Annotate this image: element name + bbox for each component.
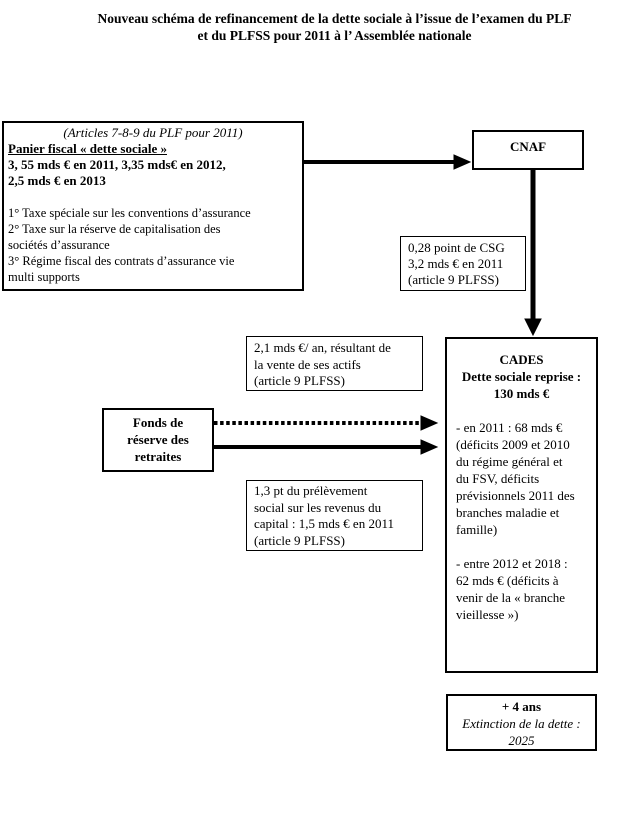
cades-header: CADES Dette sociale reprise : 130 mds € xyxy=(456,351,587,402)
page-title-line1: Nouveau schéma de refinancement de la de… xyxy=(97,11,572,26)
extinction-text: Extinction de la dette : xyxy=(462,716,581,731)
panier-fiscal-box: (Articles 7-8-9 du PLF pour 2011) Panier… xyxy=(2,121,304,291)
panier-heading: Panier fiscal « dette sociale » xyxy=(8,141,167,156)
prelevement-social-label-box: 1,3 pt du prélèvement social sur les rev… xyxy=(246,480,423,551)
panier-tax-item-2: 2° Taxe sur la réserve de capitalisation… xyxy=(8,222,221,252)
extinction-year: 2025 xyxy=(508,733,535,748)
csg-label-box: 0,28 point de CSG 3,2 mds € en 2011 (art… xyxy=(400,236,526,291)
fonds-reserve-retraites-box: Fonds de réserve des retraites xyxy=(102,408,214,472)
extinction-title: + 4 ans xyxy=(501,699,542,714)
panier-articles-reference: (Articles 7-8-9 du PLF pour 2011) xyxy=(63,125,243,140)
cades-title: CADES xyxy=(499,352,544,367)
page-title: Nouveau schéma de refinancement de la de… xyxy=(30,10,639,44)
cnaf-label: CNAF xyxy=(509,139,547,154)
panier-tax-item-3: 3° Régime fiscal des contrats d’assuranc… xyxy=(8,254,235,284)
vente-actifs-label-box: 2,1 mds €/ an, résultant de la vente de … xyxy=(246,336,423,391)
page-title-line2: et du PLFSS pour 2011 à l’ Assemblée nat… xyxy=(197,28,472,43)
cnaf-box: CNAF xyxy=(472,130,584,170)
arrowhead-cnaf-to-cades xyxy=(524,318,542,337)
arrowhead-frr-to-cades-dotted xyxy=(420,415,439,431)
cades-box: CADES Dette sociale reprise : 130 mds € … xyxy=(445,337,598,673)
panier-amounts: 3, 55 mds € en 2011, 3,35 mds€ en 2012, … xyxy=(8,157,226,188)
cades-detail-2012-2018: - entre 2012 et 2018 : 62 mds € (déficit… xyxy=(456,556,568,622)
cades-detail-2011: - en 2011 : 68 mds € (déficits 2009 et 2… xyxy=(456,420,575,537)
panier-tax-list: 1° Taxe spéciale sur les conventions d’a… xyxy=(8,205,298,285)
cades-subtitle: Dette sociale reprise : xyxy=(461,369,582,384)
arrowhead-panier-to-cnaf xyxy=(453,154,472,170)
cades-amount: 130 mds € xyxy=(493,386,550,401)
arrowhead-frr-to-cades-solid xyxy=(420,439,439,455)
panier-tax-item-1: 1° Taxe spéciale sur les conventions d’a… xyxy=(8,206,251,220)
extinction-dette-box: + 4 ans Extinction de la dette : 2025 xyxy=(446,694,597,751)
